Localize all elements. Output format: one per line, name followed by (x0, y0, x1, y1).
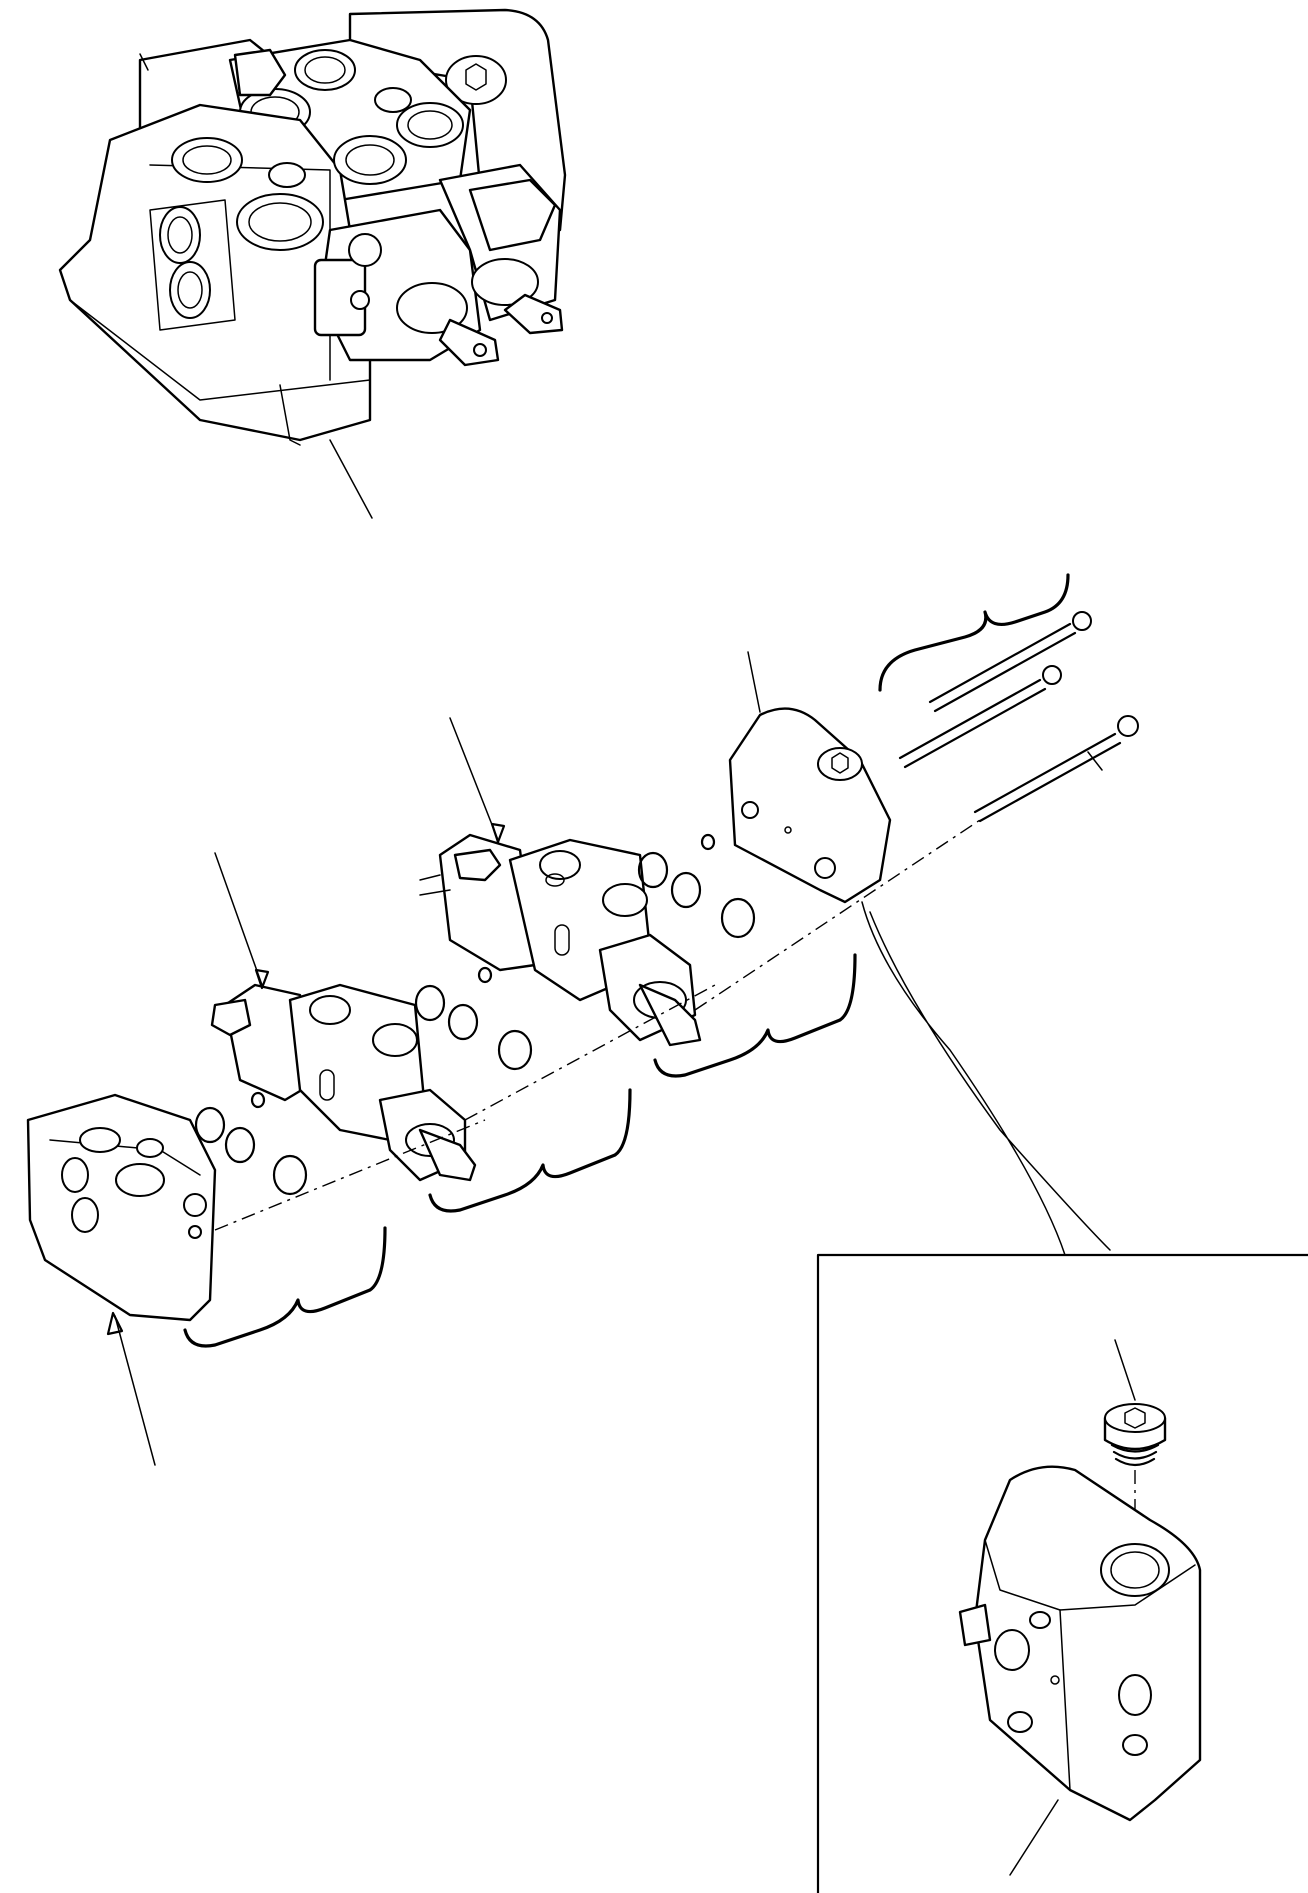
spool-section-1 (212, 853, 475, 1180)
inlet-cover (730, 652, 1110, 1255)
inlet-cover-detail (960, 1467, 1200, 1875)
detail-inset (818, 1255, 1308, 1893)
o-rings (196, 835, 754, 1194)
leader-line-plug (1115, 1340, 1135, 1400)
end-section (28, 1095, 215, 1465)
assembly-axis (215, 820, 980, 1230)
section-braces (185, 955, 855, 1346)
inset-pointer (862, 902, 1110, 1255)
leader-line-section-2 (450, 718, 498, 840)
plug (1105, 1340, 1165, 1545)
leader-line-inlet-cover (748, 652, 760, 712)
tie-bolt-kit-brace (880, 575, 1068, 690)
leader-line-end-section (115, 1316, 155, 1465)
spool-section-2 (420, 718, 700, 1045)
leader-line-section-1 (215, 853, 262, 985)
assembled-control-valve (60, 10, 565, 518)
leader-line-assembly (330, 440, 372, 518)
leader-line-inlet-cover-detail (1010, 1800, 1058, 1875)
inset-frame (818, 1255, 1308, 1893)
tie-bolt-kit (880, 575, 1138, 821)
